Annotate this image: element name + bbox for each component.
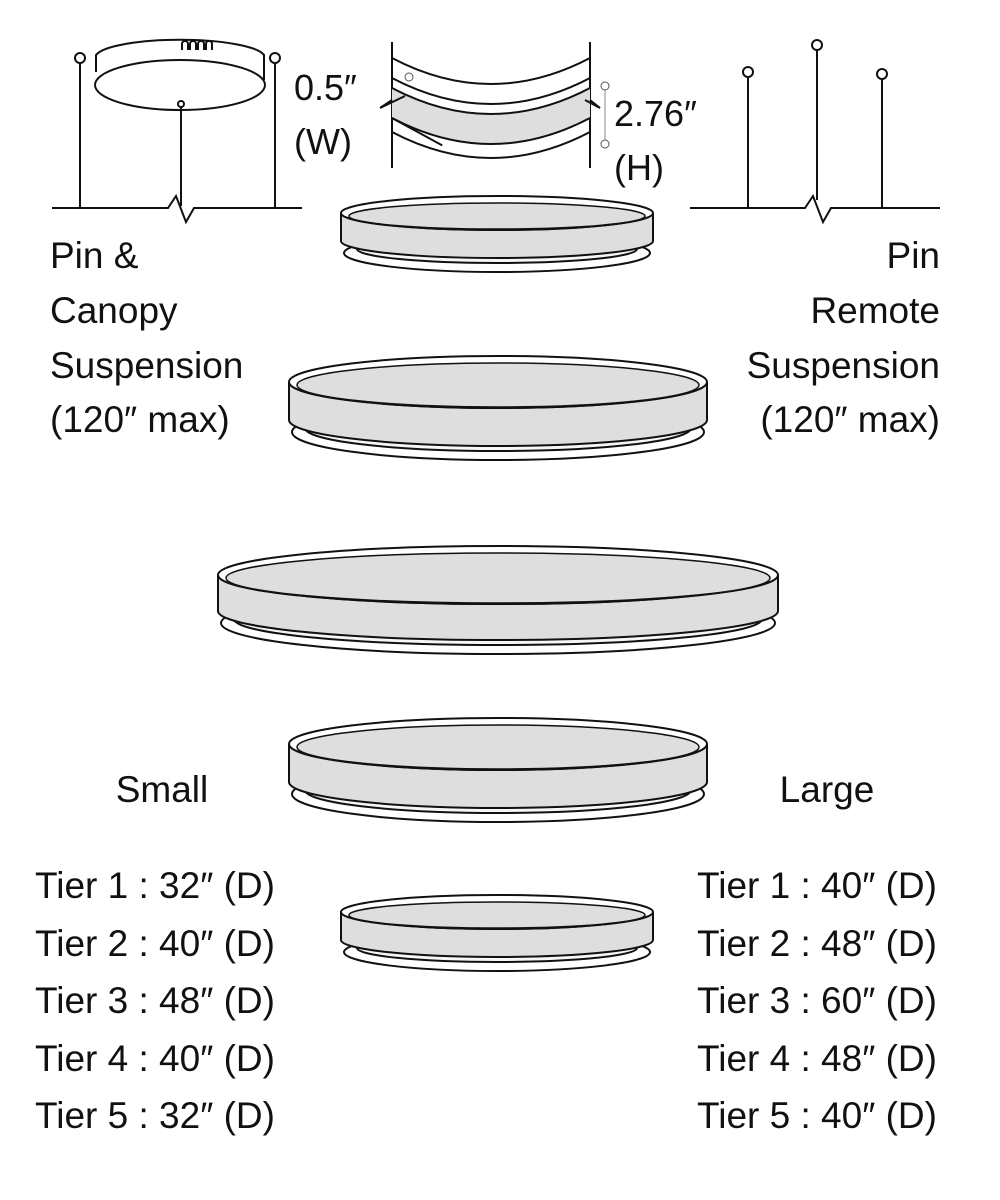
right-suspension-line: Remote — [810, 290, 940, 331]
ring-top-inner — [348, 202, 646, 230]
left-suspension-line: Pin & — [50, 235, 139, 276]
width-label: (W) — [294, 121, 352, 162]
small-tier: Tier 2 : 40″ (D) — [35, 923, 275, 964]
large-tier: Tier 3 : 60″ (D) — [697, 980, 937, 1021]
ring-top-inner — [296, 362, 700, 408]
ring-top-inner — [225, 552, 771, 604]
height-value: 2.76″ — [614, 93, 697, 134]
right-suspension-line: Suspension — [747, 345, 940, 386]
canopy-suspension-illustration — [52, 38, 302, 225]
small-tier: Tier 1 : 32″ (D) — [35, 865, 275, 906]
large-tier: Tier 2 : 48″ (D) — [697, 923, 937, 964]
left-suspension-line: Canopy — [50, 290, 178, 331]
height-label: (H) — [614, 147, 664, 188]
ring-tier-2 — [288, 355, 708, 461]
large-tier: Tier 4 : 48″ (D) — [697, 1038, 937, 1079]
ring-top-inner — [348, 901, 646, 929]
left-suspension-line: (120″ max) — [50, 399, 230, 440]
large-title: Large — [780, 769, 875, 810]
large-tier: Tier 5 : 40″ (D) — [697, 1095, 937, 1136]
small-tier: Tier 3 : 48″ (D) — [35, 980, 275, 1021]
ring-tier-4 — [288, 717, 708, 823]
ring-top-inner — [296, 724, 700, 770]
profile-detail — [379, 42, 610, 168]
small-tier: Tier 4 : 40″ (D) — [35, 1038, 275, 1079]
ring-tier-5 — [340, 894, 654, 972]
ring-stack — [217, 195, 779, 972]
right-suspension-line: (120″ max) — [760, 399, 940, 440]
ring-tier-3 — [217, 545, 779, 655]
ring-tier-1 — [340, 195, 654, 273]
right-suspension-line: Pin — [887, 235, 940, 276]
small-title: Small — [116, 769, 209, 810]
left-suspension-line: Suspension — [50, 345, 243, 386]
large-tier: Tier 1 : 40″ (D) — [697, 865, 937, 906]
small-tier: Tier 5 : 32″ (D) — [35, 1095, 275, 1136]
width-value: 0.5″ — [294, 67, 357, 108]
remote-suspension-illustration — [690, 39, 940, 225]
